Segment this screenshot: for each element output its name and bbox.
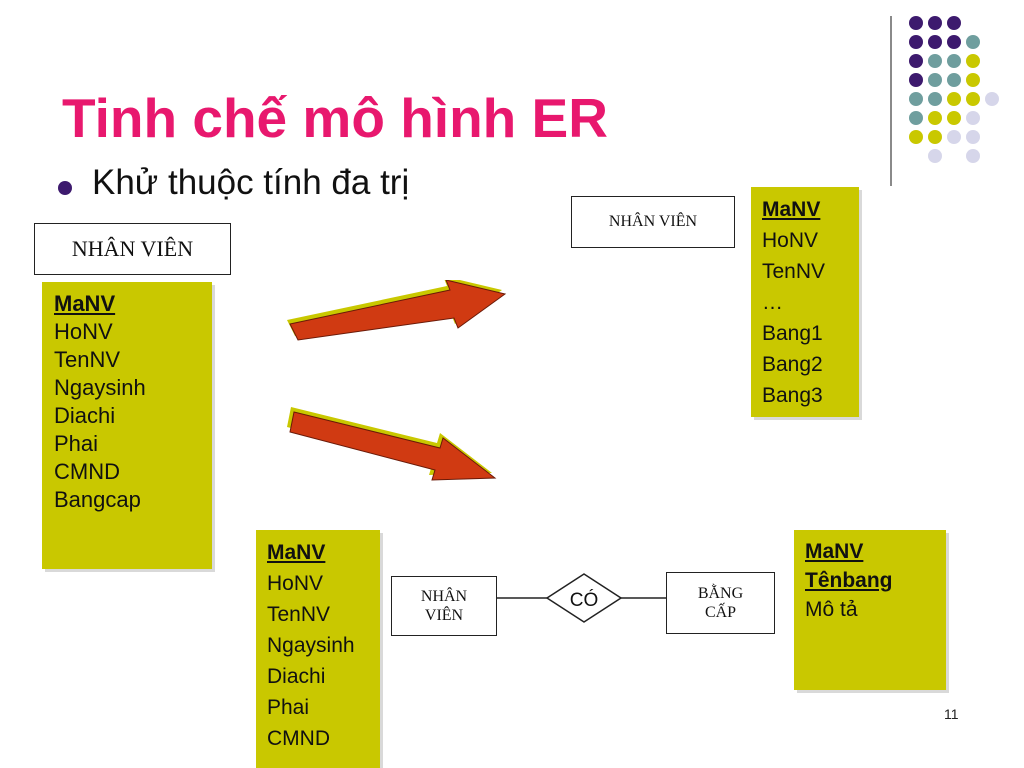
decorative-dot <box>966 54 980 68</box>
option2-entity-nhan-vien: NHÂN VIÊN <box>391 576 497 636</box>
decorative-dot <box>966 73 980 87</box>
option1-attribute: TenNV <box>762 260 826 283</box>
decorative-dot <box>966 111 980 125</box>
decorative-dot <box>909 92 923 106</box>
original-attribute: TenNV <box>54 347 121 372</box>
option1-attribute: HoNV <box>762 229 819 252</box>
decorative-dot <box>928 130 942 144</box>
option2-left-attribute: CMND <box>267 727 330 750</box>
original-attribute: HoNV <box>54 319 113 344</box>
decorative-dot <box>947 73 961 87</box>
decorative-dot <box>928 35 942 49</box>
option1-entity-nhan-vien: NHÂN VIÊN <box>571 196 735 248</box>
original-attribute: Phai <box>54 431 99 456</box>
arrow-to-option1 <box>287 280 507 341</box>
option1-attribute: MaNV <box>762 198 821 221</box>
original-attribute: Bangcap <box>54 487 141 512</box>
transform-arrows <box>287 280 507 481</box>
option2-left-attribute: Diachi <box>267 665 326 688</box>
decorative-dot <box>947 111 961 125</box>
decorative-dot <box>966 92 980 106</box>
original-attribute: Ngaysinh <box>54 375 146 400</box>
original-entity-label: NHÂN VIÊN <box>71 235 194 261</box>
original-attribute: Diachi <box>54 403 116 428</box>
decorative-dot <box>947 92 961 106</box>
decorative-dot <box>966 130 980 144</box>
decorative-dot <box>985 92 999 106</box>
option1-attribute: Bang3 <box>762 384 823 407</box>
slide-title: Tinh chế mô hình ER <box>62 87 608 149</box>
relationship-connectors: CÓ <box>497 573 667 623</box>
decorative-dot <box>909 35 923 49</box>
decorative-dot <box>909 111 923 125</box>
option2-left-attribute: Ngaysinh <box>267 634 355 657</box>
option2-entity-left-line2: VIÊN <box>424 607 464 624</box>
option2-right-attribute: Mô tả <box>805 598 858 621</box>
decorative-divider-line <box>890 16 892 186</box>
option2-right-attribute: Tênbang <box>805 569 893 592</box>
decorative-dot <box>966 149 980 163</box>
decorative-dot <box>947 35 961 49</box>
option1-attribute: Bang1 <box>762 322 823 345</box>
decorative-dot <box>947 54 961 68</box>
decorative-dot-grid <box>909 16 999 163</box>
relationship-diamond <box>545 573 623 623</box>
original-entity-nhan-vien: NHÂN VIÊN <box>34 223 231 275</box>
decorative-dot <box>928 73 942 87</box>
option2-entity-right-line2: CẤP <box>704 604 737 621</box>
decorative-dot <box>966 35 980 49</box>
option2-entity-bang-cap: BẰNG CẤP <box>666 572 775 634</box>
decorative-dot <box>909 73 923 87</box>
page-number: 11 <box>944 706 959 722</box>
relationship-label: CÓ <box>570 589 599 611</box>
option2-left-attribute: TenNV <box>267 603 331 626</box>
option1-attribute: Bang2 <box>762 353 823 376</box>
option1-entity-label: NHÂN VIÊN <box>608 213 698 231</box>
decorative-dot <box>909 130 923 144</box>
option2-left-attribute: HoNV <box>267 572 324 595</box>
decorative-dot <box>928 16 942 30</box>
decorative-dot <box>928 111 942 125</box>
option2-right-attribute: MaNV <box>805 540 864 563</box>
bullet-icon <box>58 181 72 195</box>
option2-left-attribute: MaNV <box>267 541 326 564</box>
option2-entity-right-line1: BẰNG <box>697 584 744 602</box>
option2-left-attribute: Phai <box>267 696 310 719</box>
option2-entity-left-line1: NHÂN <box>420 587 468 605</box>
decorative-dot <box>928 149 942 163</box>
decorative-dot <box>947 130 961 144</box>
option1-attribute: … <box>762 291 783 314</box>
decorative-dot <box>947 16 961 30</box>
decorative-dot <box>909 16 923 30</box>
decorative-dot <box>928 54 942 68</box>
arrow-to-option2 <box>287 407 497 481</box>
option2-right-attribute-list: MaNV Tênbang Mô tả <box>794 530 946 690</box>
original-attribute: MaNV <box>54 291 116 316</box>
decorative-dot <box>909 54 923 68</box>
decorative-dot <box>928 92 942 106</box>
original-attribute: CMND <box>54 459 120 484</box>
bullet-text: Khử thuộc tính đa trị <box>92 163 410 202</box>
